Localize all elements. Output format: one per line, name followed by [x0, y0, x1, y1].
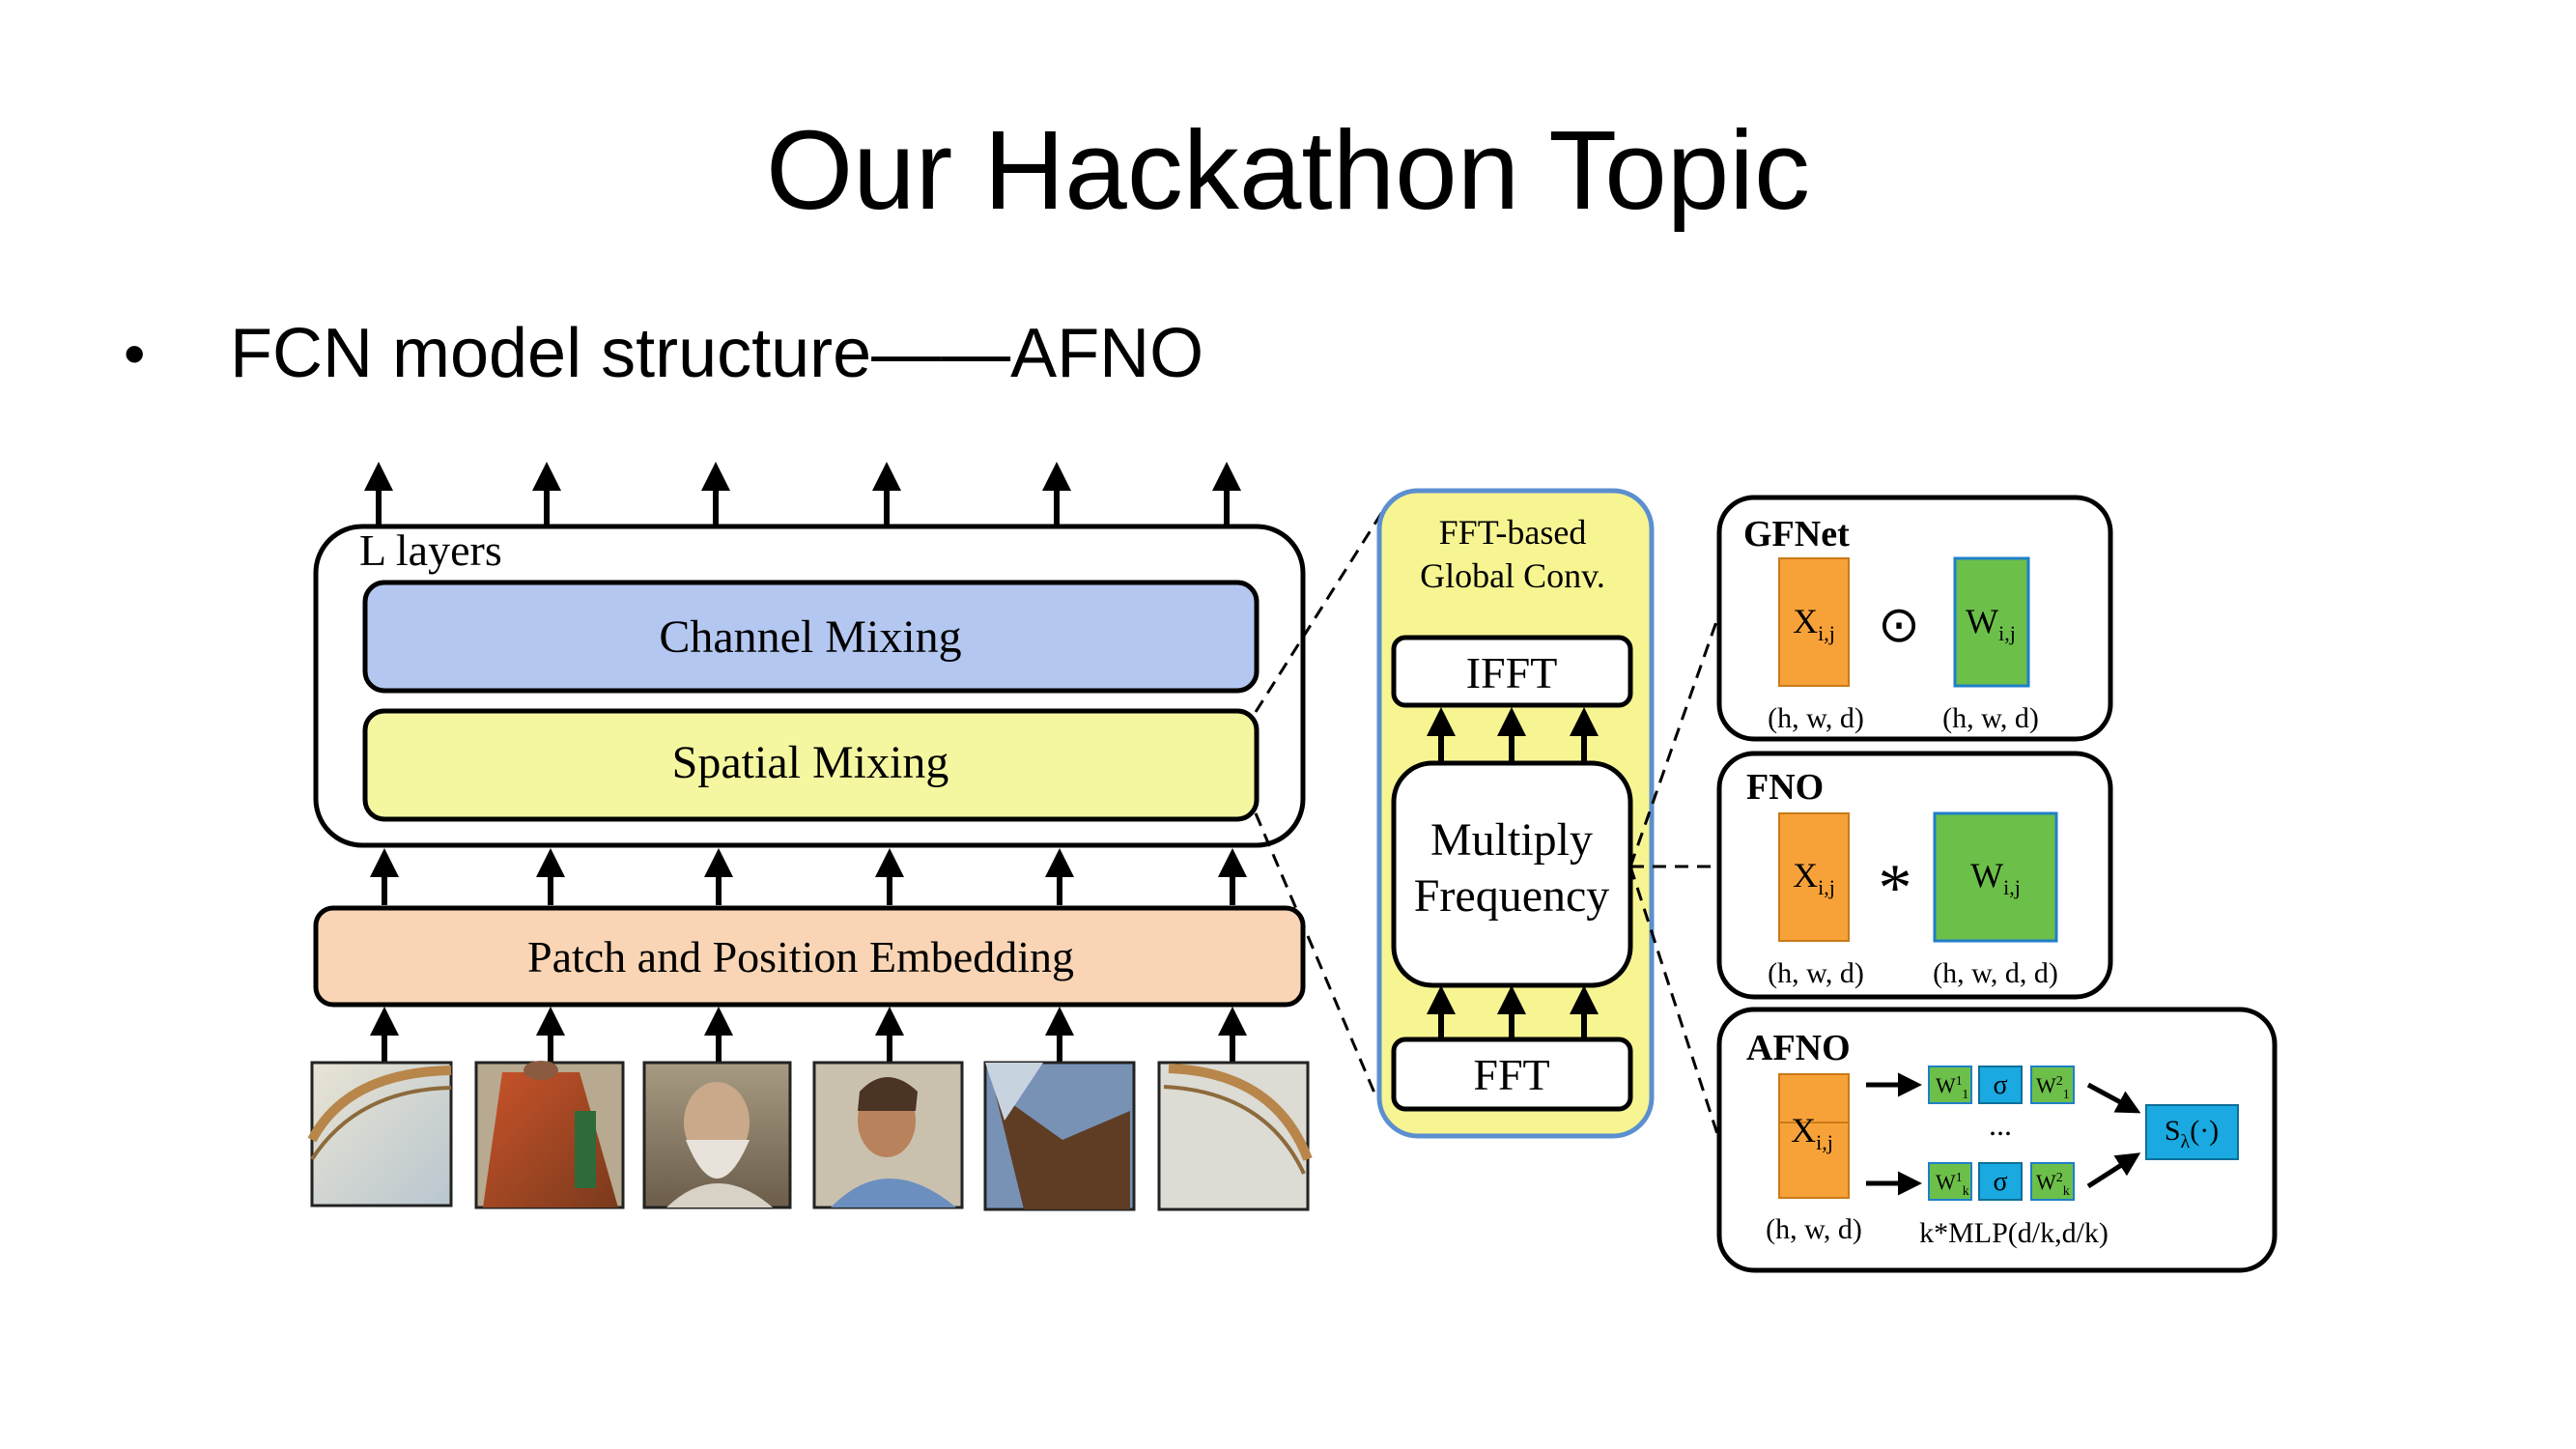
- afno-sigma-bottom-block: [1978, 1162, 2023, 1201]
- spatial-mixing-box: [362, 708, 1260, 822]
- image-patch-2: [474, 1061, 625, 1209]
- afno-x-block: [1778, 1073, 1850, 1199]
- gfnet-x-shape: (h, w, d): [1768, 702, 1864, 734]
- fno-w-shape: (h, w, d, d): [1933, 957, 2058, 989]
- patch-embedding-box: [313, 905, 1306, 1008]
- afno-w2-top-label: W21: [2036, 1073, 2070, 1102]
- afno-w2-bottom-block: [2030, 1162, 2075, 1201]
- afno-w2-bottom-label: W2k: [2036, 1170, 2070, 1199]
- bullet-item: • FCN model structure——AFNO: [124, 319, 1203, 388]
- patch-to-embedding-arrows: [370, 1007, 1247, 1063]
- l-layers-label: L layers: [359, 526, 502, 575]
- gfnet-title: GFNet: [1743, 514, 1850, 554]
- fno-w-block: [1933, 811, 2058, 943]
- image-patch-6: [1157, 1061, 1313, 1211]
- fft-to-multiply-arrows: [1427, 985, 1599, 1038]
- afno-x-label: Xi,j: [1791, 1111, 1833, 1154]
- multiply-to-ifft-arrows: [1427, 707, 1599, 761]
- embedding-to-layers-arrows: [370, 848, 1247, 905]
- gfnet-x-block: [1778, 557, 1850, 687]
- channel-mixing-box: [362, 580, 1260, 694]
- image-patch-1: [307, 1061, 453, 1208]
- afno-output-arrows: [2086, 1082, 2141, 1189]
- ifft-box: [1391, 635, 1633, 708]
- gfnet-w-block: [1953, 556, 2030, 688]
- afno-sigma-top-label: σ: [1993, 1070, 2007, 1100]
- multiply-frequency-line1: Multiply: [1430, 814, 1593, 866]
- gfnet-w-label: Wi,j: [1966, 602, 2016, 645]
- afno-w1-top-label: W11: [1936, 1073, 1968, 1102]
- afno-sigma-bottom-label: σ: [1993, 1167, 2007, 1197]
- fft-panel-title-line2: Global Conv.: [1420, 556, 1605, 595]
- afno-x-shape: (h, w, d): [1766, 1213, 1862, 1245]
- image-patch-5: [983, 1061, 1136, 1211]
- gfnet-w-shape: (h, w, d): [1942, 702, 2039, 734]
- spatial-mixing-label: Spatial Mixing: [672, 737, 949, 788]
- afno-softshrink-label: Sλ(·): [2165, 1115, 2219, 1152]
- fft-box: [1391, 1037, 1633, 1112]
- gfnet-x-label: Xi,j: [1793, 602, 1835, 645]
- afno-w1-bottom-block: [1928, 1162, 1972, 1201]
- bullet-symbol: •: [124, 319, 146, 388]
- fno-x-block: [1778, 812, 1850, 942]
- image-patch-4: [812, 1061, 964, 1209]
- afno-mlp-shape: k*MLP(d/k,d/k): [1919, 1217, 2109, 1249]
- fno-x-label: Xi,j: [1793, 856, 1835, 899]
- fno-w-label: Wi,j: [1970, 856, 2021, 899]
- afno-w1-top-block: [1928, 1065, 1972, 1104]
- fno-title: FNO: [1746, 767, 1824, 808]
- patch-embedding-label: Patch and Position Embedding: [527, 932, 1074, 981]
- image-patch-3: [642, 1061, 792, 1209]
- afno-sigma-top-block: [1978, 1065, 2023, 1104]
- fft-panel-title-line1: FFT-based: [1439, 513, 1587, 552]
- slide-title: Our Hackathon Topic: [765, 107, 1811, 233]
- afno-softshrink-block: [2145, 1104, 2239, 1160]
- ifft-label: IFFT: [1466, 648, 1558, 697]
- channel-mixing-label: Channel Mixing: [659, 611, 961, 663]
- afno-title: AFNO: [1746, 1028, 1851, 1068]
- afno-w1-bottom-label: W1k: [1936, 1170, 1969, 1199]
- multiply-frequency-line2: Frequency: [1414, 870, 1610, 922]
- fft-label: FFT: [1473, 1050, 1549, 1099]
- afno-input-arrows: [1866, 1072, 1922, 1196]
- gfnet-hadamard-op: ⊙: [1878, 598, 1920, 653]
- fno-conv-op: *: [1879, 851, 1912, 925]
- fno-x-shape: (h, w, d): [1768, 957, 1864, 989]
- zoom-connectors-right: [1628, 612, 1721, 1141]
- afno-w2-top-block: [2030, 1065, 2075, 1104]
- bullet-text: FCN model structure——AFNO: [230, 315, 1204, 392]
- afno-box: [1716, 1007, 2278, 1273]
- zoom-connectors-left: [1254, 508, 1386, 1098]
- output-arrows: [364, 462, 1241, 526]
- afno-ellipsis: ...: [1989, 1107, 2012, 1142]
